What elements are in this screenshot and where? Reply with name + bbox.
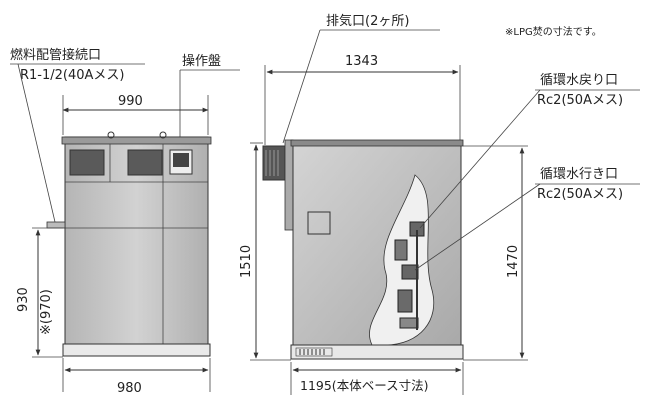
- supply-port-spec: Rc2(50Aメス): [537, 187, 623, 202]
- fuel-port-label: 燃料配管接続口: [10, 47, 101, 63]
- front-base: [62, 343, 211, 357]
- front-height-lpg: ※(970): [39, 289, 54, 335]
- front-height-930: 930: [16, 287, 31, 312]
- front-view: 燃料配管接続口 R1-1/2(40Aメス) 操作盤 990: [10, 47, 240, 396]
- front-top-width: 990: [118, 94, 143, 109]
- side-base: [290, 344, 464, 360]
- fuel-pipe: [46, 221, 66, 229]
- lpg-note: ※LPG焚の寸法です。: [505, 25, 602, 38]
- front-vent-left: [69, 149, 105, 176]
- base-dimension: 1195(本体ベース寸法): [300, 378, 428, 393]
- front-vent-right: [127, 149, 163, 176]
- side-inspection-panel: [307, 211, 331, 235]
- front-bottom-width: 980: [117, 381, 142, 396]
- side-height-body: 1470: [506, 245, 521, 278]
- return-port-spec: Rc2(50Aメス): [537, 93, 623, 108]
- side-view: 排気口(2ヶ所) 1343: [239, 13, 640, 395]
- side-top-width: 1343: [345, 54, 378, 69]
- return-port-label: 循環水戻り口: [540, 73, 618, 88]
- control-panel-label: 操作盤: [182, 53, 221, 69]
- exhaust-label: 排気口(2ヶ所): [326, 13, 409, 29]
- fuel-port-spec: R1-1/2(40Aメス): [20, 68, 125, 83]
- supply-port-valve: [401, 264, 419, 280]
- side-height-total: 1510: [239, 245, 254, 278]
- supply-port-label: 循環水行き口: [540, 167, 618, 182]
